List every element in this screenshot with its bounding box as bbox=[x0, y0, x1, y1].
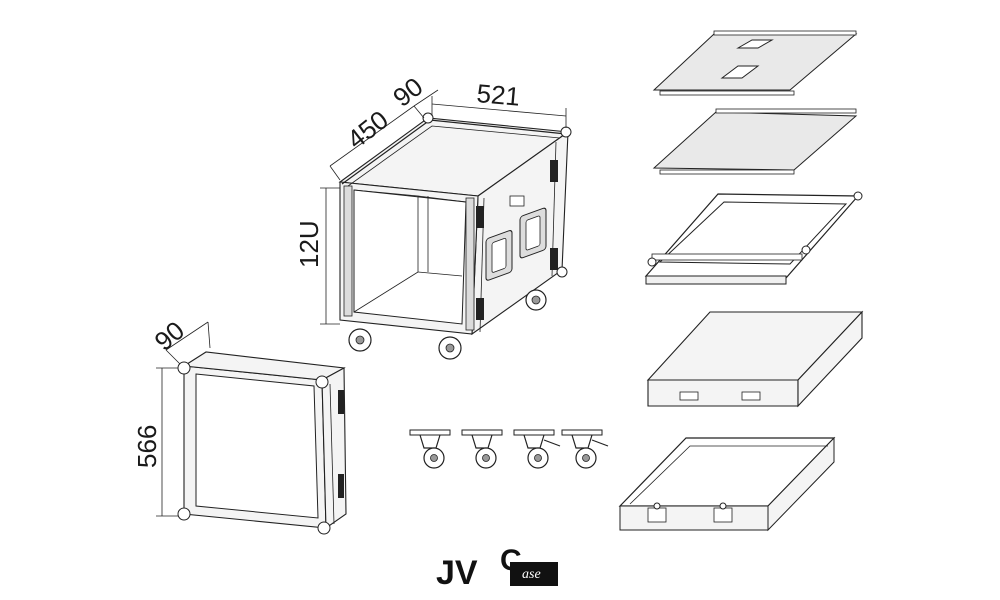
caster-brake-wheel-icon bbox=[513, 429, 561, 469]
rack-case: 450 90 521 12U bbox=[294, 71, 572, 360]
caster-set bbox=[409, 429, 609, 469]
rack-frame-with-rails bbox=[644, 191, 863, 285]
top-plate-with-rails bbox=[652, 30, 858, 96]
latch-icon bbox=[647, 502, 667, 523]
ball-corner-icon bbox=[422, 112, 434, 124]
latch-icon bbox=[741, 391, 761, 401]
case-bottom-tray bbox=[618, 436, 836, 532]
latch-icon bbox=[550, 160, 558, 182]
caster-wheel-icon bbox=[409, 429, 451, 469]
latch-icon bbox=[476, 206, 484, 228]
ball-corner-icon bbox=[315, 375, 329, 389]
frame-depth-dimension-label: 90 bbox=[149, 315, 190, 357]
caster-brake-wheel-icon bbox=[561, 429, 609, 469]
logo-badge-text: ase bbox=[522, 567, 541, 582]
caster-wheel-icon bbox=[348, 328, 372, 352]
caster-wheel-icon bbox=[438, 336, 462, 360]
latch-icon bbox=[338, 390, 344, 414]
latch-icon bbox=[476, 298, 484, 320]
width-dimension-label: 521 bbox=[475, 78, 521, 112]
logo-main-text: JV bbox=[436, 554, 478, 592]
ball-corner-icon bbox=[556, 266, 568, 278]
ball-corner-icon bbox=[177, 507, 191, 521]
latch-icon bbox=[338, 474, 344, 498]
latch-icon bbox=[679, 391, 699, 401]
frame-height-dimension-label: 566 bbox=[132, 425, 162, 468]
ball-corner-icon bbox=[560, 126, 572, 138]
jv-case-logo: JV C ase bbox=[436, 544, 558, 592]
ball-corner-icon bbox=[317, 521, 331, 535]
depth-dimension-label: 450 bbox=[341, 104, 394, 154]
front-frame: 90 566 bbox=[132, 315, 347, 535]
lid-depth-dimension-label: 90 bbox=[387, 71, 428, 112]
case-lid bbox=[646, 310, 864, 408]
height-units-dimension-label: 12U bbox=[294, 220, 324, 268]
latch-icon bbox=[509, 195, 525, 207]
side-handle-icon bbox=[485, 230, 513, 281]
bottom-plate-with-rails bbox=[652, 108, 858, 175]
latch-icon bbox=[713, 502, 733, 523]
side-handle-icon bbox=[519, 207, 547, 259]
caster-wheel-icon bbox=[461, 429, 503, 469]
latch-icon bbox=[550, 248, 558, 270]
caster-wheel-icon bbox=[525, 289, 547, 311]
